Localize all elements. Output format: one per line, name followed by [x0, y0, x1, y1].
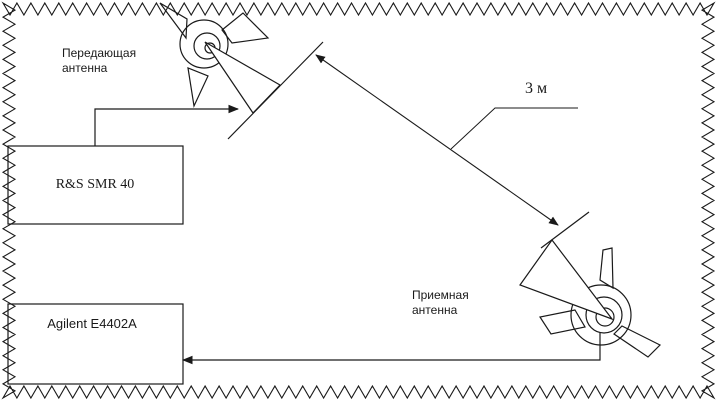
rx-antenna-fin — [599, 247, 614, 290]
analyzer-box: Agilent E4402A — [7, 303, 184, 385]
distance-leader — [450, 107, 578, 150]
tx-antenna-hub — [179, 19, 229, 69]
distance-label: 3 м — [525, 80, 547, 97]
distance-arrow — [315, 54, 559, 226]
tx-antenna-fin — [159, 2, 188, 40]
tx-aperture-line — [227, 41, 324, 140]
tx-antenna-fin — [187, 67, 209, 109]
tx-feed-cable — [94, 104, 240, 146]
rx-antenna-horn — [519, 238, 614, 321]
rx-aperture-line — [540, 211, 590, 249]
rx-feed-cable — [181, 333, 601, 365]
rx-antenna-hub — [570, 284, 632, 346]
tx-antenna-fin — [221, 12, 270, 44]
transmit-antenna — [159, 2, 324, 140]
receive-antenna — [519, 211, 662, 358]
analyzer-label: Agilent E4402A — [47, 316, 137, 331]
tx-antenna-horn — [204, 41, 281, 114]
generator-label: R&S SMR 40 — [56, 177, 135, 192]
generator-box: R&S SMR 40 — [7, 145, 184, 225]
rx-antenna-fin — [539, 309, 586, 335]
rx-antenna-fin — [613, 325, 662, 358]
